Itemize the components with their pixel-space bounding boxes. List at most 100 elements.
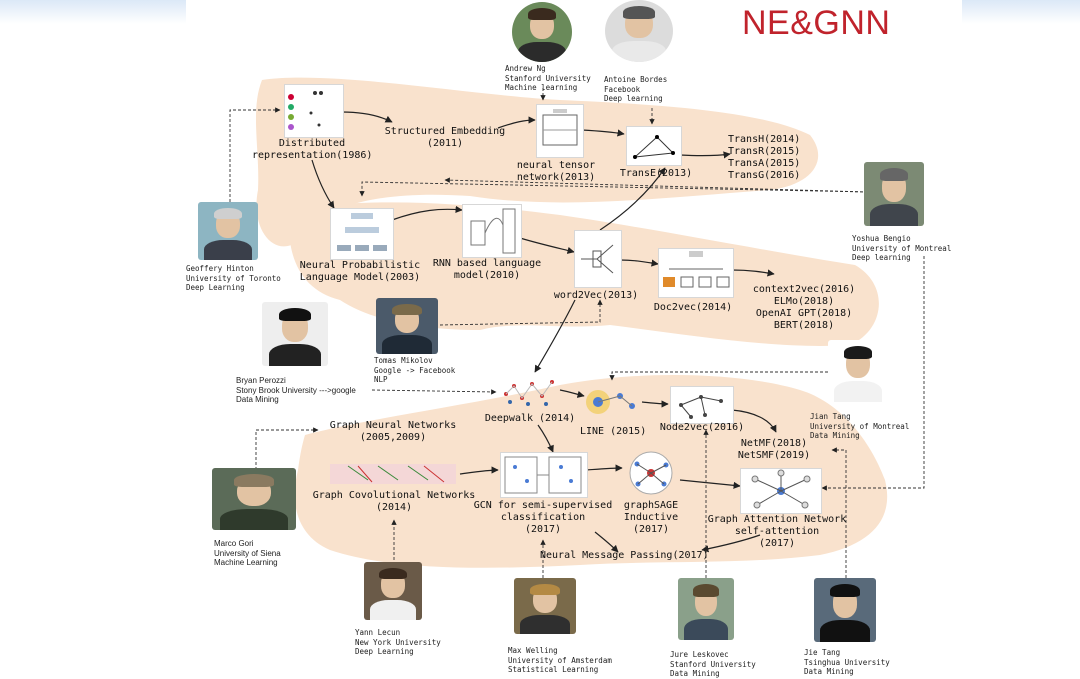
- node-gcn-semi-supervised: GCN for semi-supervised classification (…: [473, 500, 613, 535]
- gcnet-thumb: [328, 460, 458, 488]
- node-graphsage: graphSAGE Inductive (2017): [623, 500, 679, 535]
- node-trans-variants: TransH(2014) TransR(2015) TransA(2015) T…: [728, 134, 801, 181]
- transe-figure: [633, 135, 675, 159]
- dashed-arrows: [229, 88, 925, 578]
- arrow-deepwalk-gcn: [537, 424, 554, 453]
- person-jian-tang: Jian Tang University of Montreal Data Mi…: [810, 412, 910, 440]
- slide-title: NE&GNN: [742, 4, 891, 42]
- node2vec-thumb: [670, 386, 734, 424]
- person-yann-lecun: Yann Lecun New York University Deep Lear…: [355, 628, 441, 656]
- slide-top-bar-center: [186, 0, 962, 24]
- photo-geoffrey-hinton: [198, 202, 258, 260]
- photo-andrew-ng: [512, 2, 572, 62]
- arrow-structured-ntn: [497, 116, 536, 129]
- photo-tomas-mikolov: [376, 298, 438, 354]
- node-graph-neural-networks: Graph Neural Networks (2005,2009): [329, 420, 457, 443]
- gcn-figure: [504, 456, 582, 494]
- arrow-line-node2vec: [641, 400, 669, 408]
- node-graph-attention-network: Graph Attention Network self-attention (…: [707, 514, 847, 549]
- node-nplm: Neural Probabilistic Language Model(2003…: [299, 260, 421, 283]
- transe-thumb: [626, 126, 682, 166]
- person-andrew-ng: Andrew Ng Stanford University Machine le…: [505, 64, 591, 92]
- node-rnn-lm: RNN based language model(2010): [432, 258, 542, 281]
- nplm-figure: [337, 213, 387, 251]
- dash-jiantang-line: [609, 371, 828, 381]
- ntn-thumb: [536, 104, 584, 158]
- person-marco-gori: Marco Gori University of Siena Machine L…: [214, 539, 281, 567]
- arrow-node2vec-netmf: [731, 409, 777, 433]
- arrow-transe-transx: [679, 151, 731, 159]
- region-ne-top: [255, 77, 819, 247]
- node2vec-figure: [679, 395, 723, 419]
- solid-arrows: [311, 111, 777, 553]
- rnnlm-figure: [470, 208, 516, 254]
- arrow-w2v-transe: [599, 167, 666, 231]
- node-line: LINE (2015): [580, 426, 647, 437]
- photo-bryan-perozzi: [262, 302, 328, 366]
- arrow-dist-nplm: [311, 159, 335, 209]
- arrow-gcn-graphsage: [585, 464, 623, 472]
- photo-antoine-bordes: [605, 0, 673, 62]
- node-distributed-representation: Distributed representation(1986): [252, 138, 373, 161]
- arrow-gat-mpnn: [701, 534, 761, 553]
- arrow-w2v-deepwalk: [534, 299, 576, 373]
- arrow-gcn-mpnn: [594, 531, 619, 553]
- node-word2vec: word2Vec(2013): [553, 290, 639, 301]
- node-neural-tensor-network: neural tensor network(2013): [516, 160, 596, 183]
- arrow-dist-structured: [341, 111, 393, 123]
- node-structured-embedding: Structured Embedding (2011): [384, 126, 506, 149]
- dash-bengio-nplm: [359, 181, 869, 197]
- photo-marco-gori: [212, 468, 296, 530]
- node-graph-convolutional-networks: Graph Covolutional Networks (2014): [312, 490, 476, 513]
- deepwalk-figure: [504, 380, 554, 406]
- line-thumb: [584, 384, 642, 420]
- distributed-figure: [288, 91, 323, 130]
- arrow-doc2vec-ctx: [731, 269, 775, 277]
- person-jure-leskovec: Jure Leskovec Stanford University Data M…: [670, 650, 756, 678]
- word2vec-thumb: [574, 230, 622, 288]
- node-neural-message-passing: Neural Message Passing(2017): [540, 550, 709, 561]
- photo-yoshua-bengio: [864, 162, 924, 226]
- person-bryan-perozzi: Bryan Perozzi Stony Brook University ---…: [236, 376, 356, 404]
- person-jie-tang: Jie Tang Tsinghua University Data Mining: [804, 648, 890, 676]
- photo-jure-leskovec: [678, 578, 734, 640]
- photo-jian-tang: [828, 340, 888, 402]
- dash-gori-gnn: [255, 427, 319, 470]
- dash-mikolov-w2v: [439, 299, 603, 326]
- node-context-models: context2vec(2016) ELMo(2018) OpenAI GPT(…: [752, 284, 856, 331]
- node-doc2vec: Doc2vec(2014): [653, 302, 733, 313]
- dash-bengio-gat: [821, 256, 925, 491]
- dash-perozzi-deepwalk: [371, 389, 497, 395]
- gat-figure: [751, 469, 811, 509]
- person-tomas-mikolov: Tomas Mikolov Google -> Facebook NLP: [374, 356, 456, 384]
- deepwalk-thumb: [498, 374, 560, 410]
- node-node2vec: Node2vec(2016): [659, 422, 745, 433]
- graphsage-thumb: [622, 450, 680, 496]
- distributed-thumb: [284, 84, 344, 138]
- gat-thumb: [740, 468, 822, 514]
- person-max-welling: Max Welling University of Amsterdam Stat…: [508, 646, 612, 674]
- arrow-deepwalk-line: [559, 389, 585, 398]
- region-gnn: [294, 374, 888, 568]
- arrow-gcnet-gcn: [459, 466, 499, 475]
- ntn-figure: [542, 109, 578, 146]
- node-netmf: NetMF(2018) NetSMF(2019): [737, 438, 811, 461]
- node-deepwalk: Deepwalk (2014): [484, 413, 576, 424]
- arrow-ntn-transe: [581, 129, 625, 137]
- rnnlm-thumb: [462, 204, 522, 258]
- person-geoffrey-hinton: Geoffery Hinton University of Toronto De…: [186, 264, 281, 292]
- word2vec-figure: [581, 244, 614, 274]
- arrow-nplm-rnn: [391, 205, 463, 221]
- node-transe: TransE(2013): [619, 168, 693, 179]
- arrow-w2v-doc2vec: [619, 259, 659, 267]
- photo-max-welling: [514, 578, 576, 634]
- photo-jie-tang: [814, 578, 876, 642]
- person-antoine-bordes: Antoine Bordes Facebook Deep learning: [604, 75, 668, 103]
- doc2vec-figure: [663, 251, 730, 288]
- nplm-thumb: [330, 208, 394, 260]
- doc2vec-thumb: [658, 248, 734, 298]
- arrow-rnn-w2v: [519, 237, 575, 254]
- person-yoshua-bengio: Yoshua Bengio University of Montreal Dee…: [852, 234, 952, 262]
- photo-yann-lecun: [364, 562, 422, 620]
- dash-hinton-dist: [229, 107, 281, 202]
